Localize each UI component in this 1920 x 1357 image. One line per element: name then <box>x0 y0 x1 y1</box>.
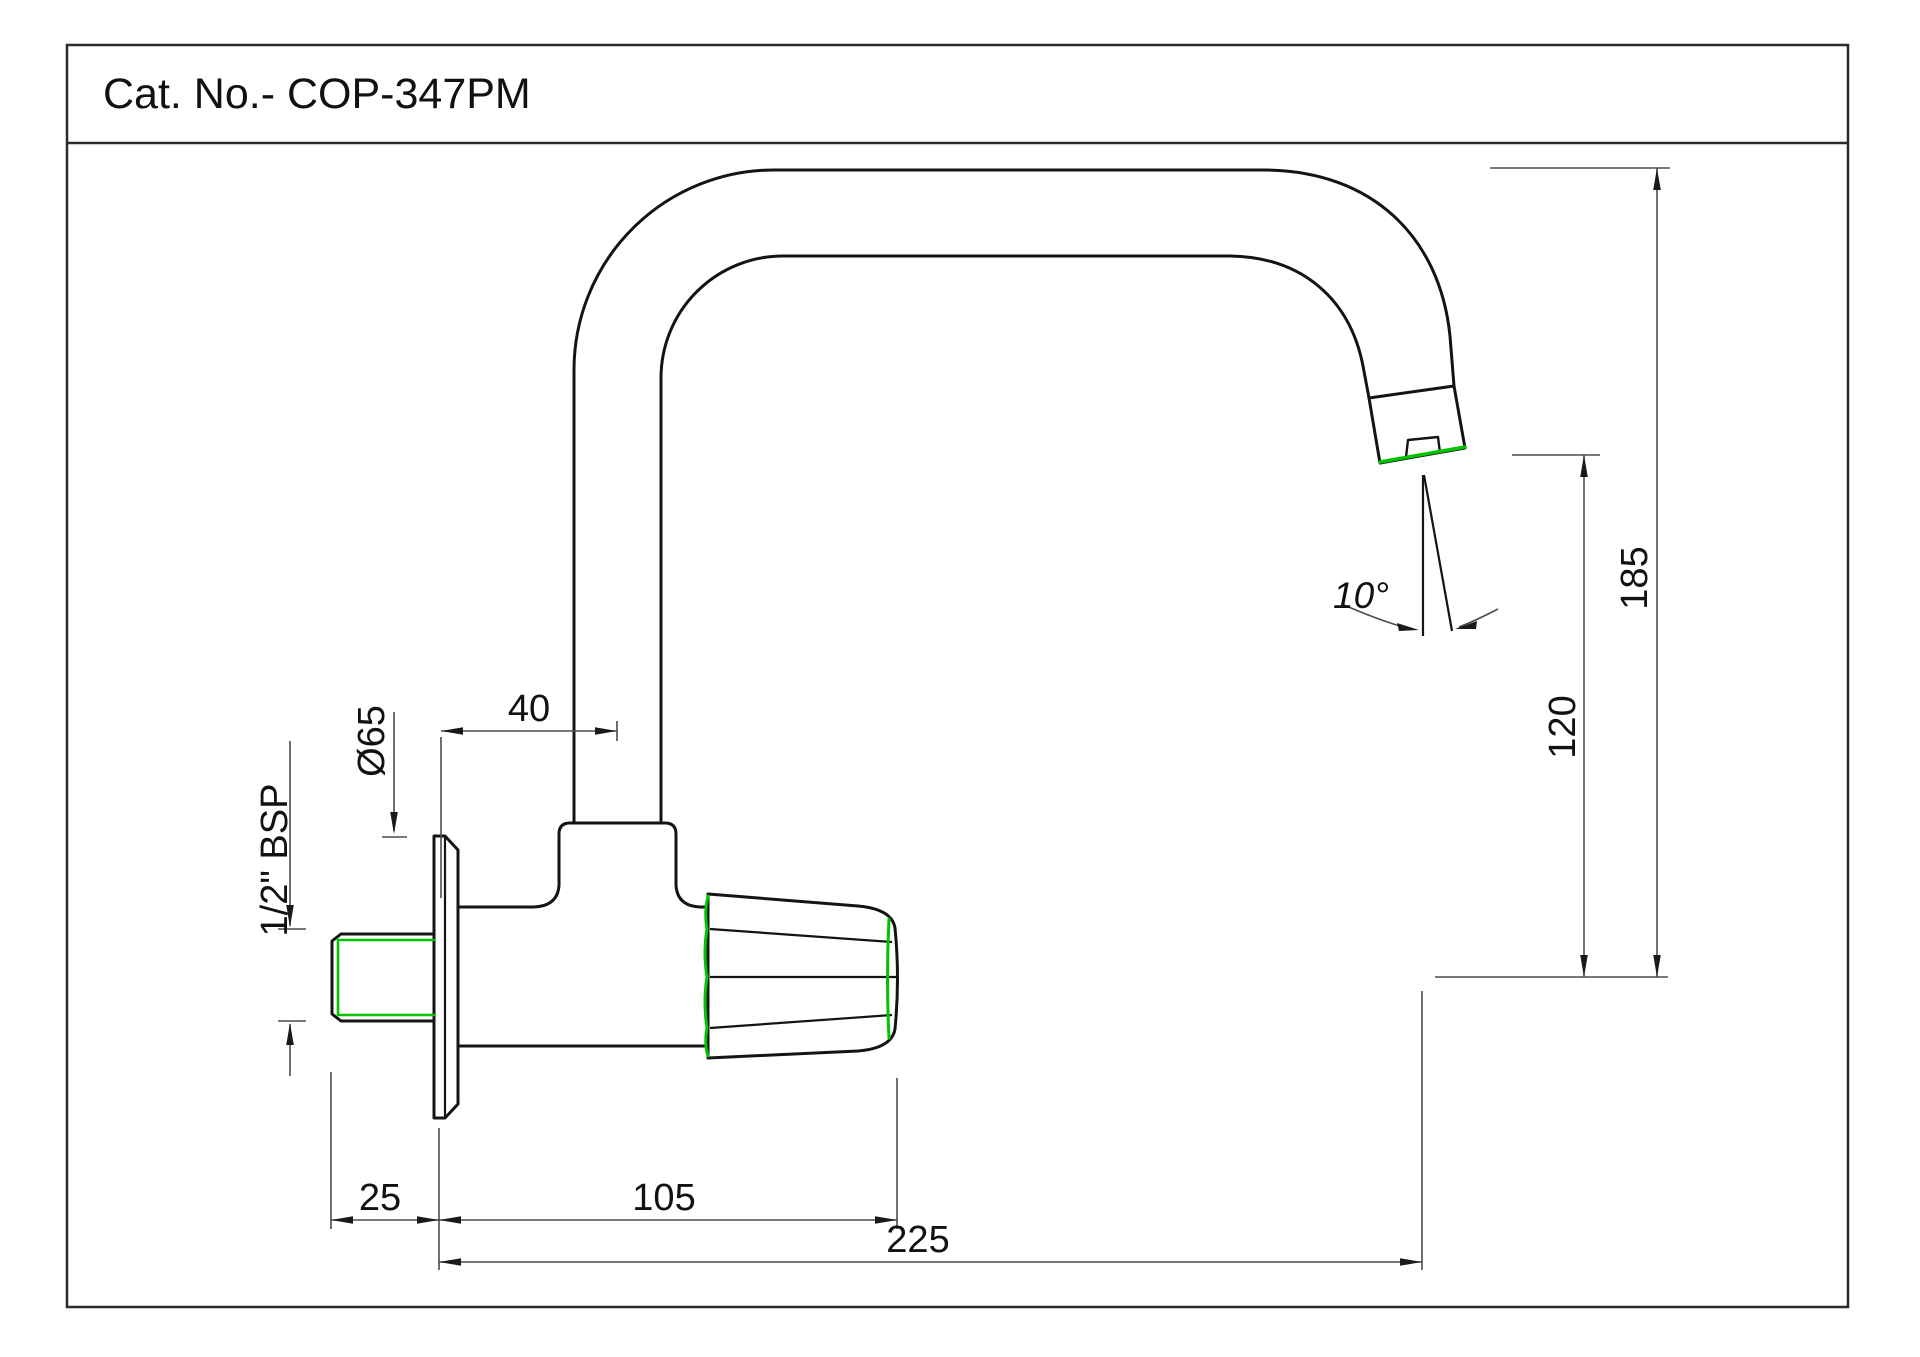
dim-label-25: 25 <box>359 1177 401 1219</box>
handle-right-highlight <box>886 917 891 1040</box>
arrowhead-right-icon <box>1400 1258 1422 1266</box>
dim-label-40: 40 <box>508 688 550 730</box>
dim-label-225: 225 <box>886 1219 949 1261</box>
angle-slanted-line <box>1422 474 1454 632</box>
arrowhead-right-icon <box>875 1216 897 1224</box>
dim-label-120: 120 <box>1542 695 1584 758</box>
arrowhead-right-icon <box>595 727 617 735</box>
highlight-edges <box>336 445 1467 1058</box>
angle-arc-right <box>1458 608 1499 628</box>
spout-outer-edge <box>572 168 1456 825</box>
dimension-120: 120 <box>1512 454 1600 977</box>
arrowhead-up-icon <box>286 1023 294 1045</box>
arrowhead-down-icon <box>1653 955 1661 977</box>
dimension-inlet-thread: 1/2" BSP <box>254 741 306 1076</box>
dim-label-105: 105 <box>632 1177 695 1219</box>
dimension-40: 40 <box>440 688 618 898</box>
arrowhead-right-icon <box>417 1216 439 1224</box>
arrowhead-up-icon <box>1653 168 1661 190</box>
body-top-edge <box>456 821 709 909</box>
dim-label-185: 185 <box>1614 546 1656 609</box>
arrowhead-left-icon <box>331 1216 353 1224</box>
thread-highlight <box>336 938 436 1017</box>
spout-tip-highlight <box>1378 445 1467 464</box>
arrowhead-left-icon <box>441 727 463 735</box>
drawing-title: Cat. No.- COP-347PM <box>103 70 531 118</box>
arrowhead-left-icon <box>1455 621 1477 629</box>
handle-left-highlight <box>703 894 710 1058</box>
dimension-outlet-angle: 10° <box>1333 474 1499 636</box>
dimension-185: 185 <box>1435 167 1670 978</box>
dim-label-angle: 10° <box>1333 575 1389 616</box>
faucet-outline <box>330 168 1467 1120</box>
arrowhead-right-icon <box>1397 623 1419 631</box>
dimension-flange-diameter: Ø65 <box>351 705 407 838</box>
arrowhead-down-icon <box>390 812 398 834</box>
handle-flute-lines <box>709 927 898 1030</box>
inlet-thread <box>330 932 434 1023</box>
dim-label-inlet-thread: 1/2" BSP <box>254 784 296 937</box>
spout-inner-edge <box>659 254 1371 825</box>
dim-label-flange-diameter: Ø65 <box>351 705 393 777</box>
sheet-frame: Cat. No.- COP-347PM <box>65 43 1850 1309</box>
dimension-105: 105 <box>439 1078 898 1229</box>
border-frame <box>65 43 1850 1309</box>
arrowhead-up-icon <box>1580 455 1588 477</box>
arrowhead-left-icon <box>439 1216 461 1224</box>
dimension-225: 225 <box>439 991 1423 1270</box>
arrowhead-down-icon <box>286 905 294 927</box>
arrowhead-left-icon <box>439 1258 461 1266</box>
arrowhead-down-icon <box>1580 955 1588 977</box>
dimension-25: 25 <box>330 1072 440 1270</box>
